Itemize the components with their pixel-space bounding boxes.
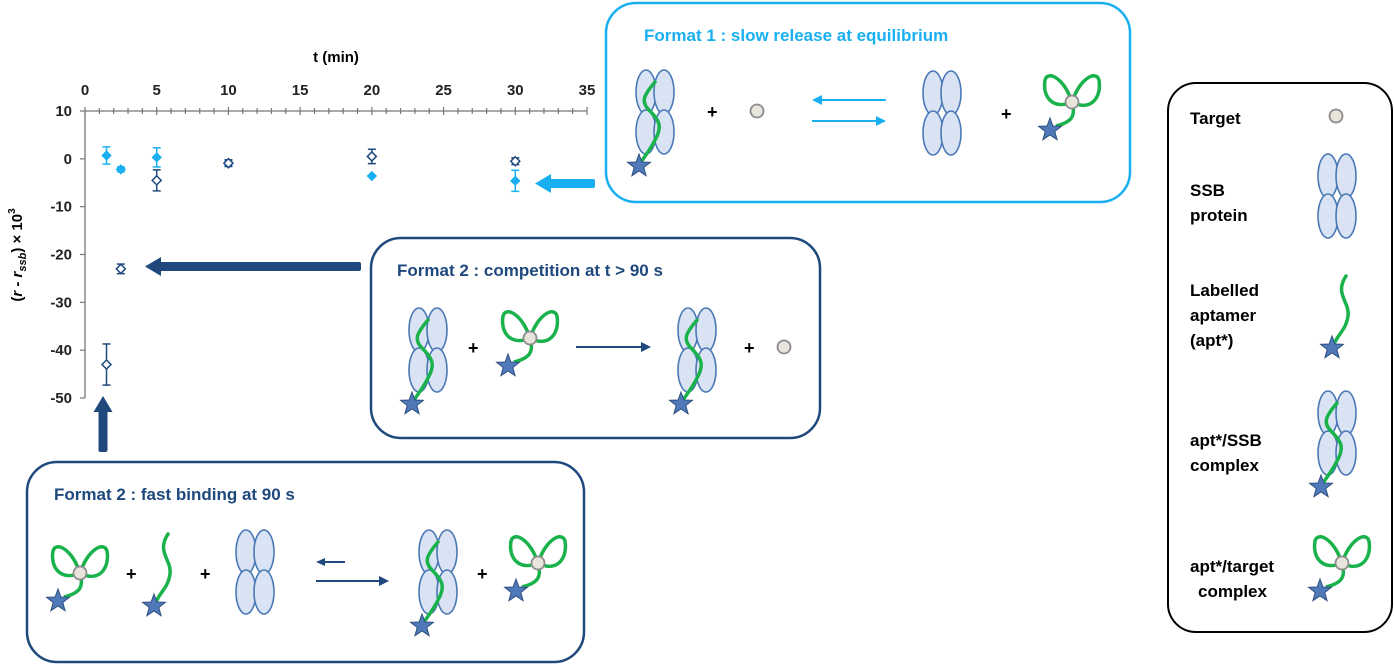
x-tick-label: 15 (292, 82, 309, 99)
data-point (151, 152, 162, 163)
target-icon (749, 103, 765, 119)
legend-apt-ssb-label: apt*/SSB (1190, 431, 1262, 450)
data-point (151, 174, 163, 186)
legend-aptamer-label: aptamer (1190, 306, 1257, 325)
y-tick-label: -50 (50, 390, 72, 407)
plus-sign: + (707, 102, 718, 122)
series-format-2 (100, 148, 521, 386)
reaction-arrow-icon (576, 342, 651, 352)
y-tick-label: -10 (50, 199, 72, 216)
axes: 0 5 10 15 20 25 30 35 10 0 -10 -20 -30 -40 -50 (50, 82, 595, 407)
format2-competition-title: Format 2 : competition at t > 90 s (397, 261, 663, 280)
legend-target-label: Target (1190, 109, 1241, 128)
data-point (366, 150, 378, 163)
data-point (101, 150, 112, 161)
legend-aptamer-label: (apt*) (1190, 331, 1233, 350)
x-tick-label: 0 (81, 82, 89, 99)
x-tick-label: 30 (507, 82, 524, 99)
legend-ssb-label: protein (1190, 206, 1248, 225)
y-tick-label: -20 (50, 247, 72, 264)
format2-competition-box: Format 2 : competition at t > 90 s + + (369, 236, 822, 440)
plus-sign: + (477, 564, 488, 584)
format2-fast-title: Format 2 : fast binding at 90 s (54, 485, 295, 504)
plus-sign: + (200, 564, 211, 584)
data-marks (100, 146, 521, 386)
legend-ssb-label: SSB (1190, 181, 1225, 200)
format2-fast-pointer-arrow (93, 396, 113, 452)
scatter-chart: t (min) 0 5 10 15 20 25 30 35 10 0 -10 -20 -30 -40 -50… (7, 49, 595, 407)
x-tick-label: 20 (364, 82, 381, 99)
legend-apt-target-label: complex (1198, 582, 1268, 601)
data-point (115, 164, 127, 175)
format1-title: Format 1 : slow release at equilibrium (644, 26, 948, 45)
data-point (366, 170, 378, 182)
format2-fast-box: Format 2 : fast binding at 90 s + + + (25, 460, 586, 664)
plus-sign: + (468, 338, 479, 358)
legend-apt-target-label: apt*/target (1190, 557, 1274, 576)
legend-apt-ssb-label: complex (1190, 456, 1260, 475)
format1-pointer-arrow (535, 174, 595, 193)
data-point (510, 175, 521, 187)
plus-sign: + (744, 338, 755, 358)
y-tick-label: -30 (50, 294, 72, 311)
x-tick-label: 10 (220, 82, 237, 99)
data-point (115, 263, 127, 275)
x-tick-label: 25 (435, 82, 452, 99)
plus-sign: + (126, 564, 137, 584)
data-point (222, 157, 234, 169)
target-icon (1328, 108, 1344, 124)
y-axis-title: (r - rssb) × 103 (7, 208, 29, 302)
x-axis-title: t (min) (313, 49, 359, 66)
plus-sign: + (1001, 104, 1012, 124)
legend-box: Target SSB protein Labelled aptamer (apt… (1167, 82, 1393, 633)
data-point (100, 358, 113, 371)
y-tick-label: 10 (55, 103, 72, 120)
x-tick-label: 5 (153, 82, 161, 99)
series-format-1 (101, 146, 521, 193)
y-tick-label: 0 (64, 151, 72, 168)
data-point (509, 155, 521, 167)
x-tick-label: 35 (579, 82, 596, 99)
legend-aptamer-label: Labelled (1190, 281, 1259, 300)
y-tick-label: -40 (50, 342, 72, 359)
format2-competition-pointer-arrow (145, 257, 361, 276)
format1-box: Format 1 : slow release at equilibrium +… (604, 1, 1132, 204)
equilibrium-arrows-icon (812, 95, 886, 126)
target-icon (776, 339, 792, 355)
equilibrium-arrows-icon (316, 558, 389, 586)
